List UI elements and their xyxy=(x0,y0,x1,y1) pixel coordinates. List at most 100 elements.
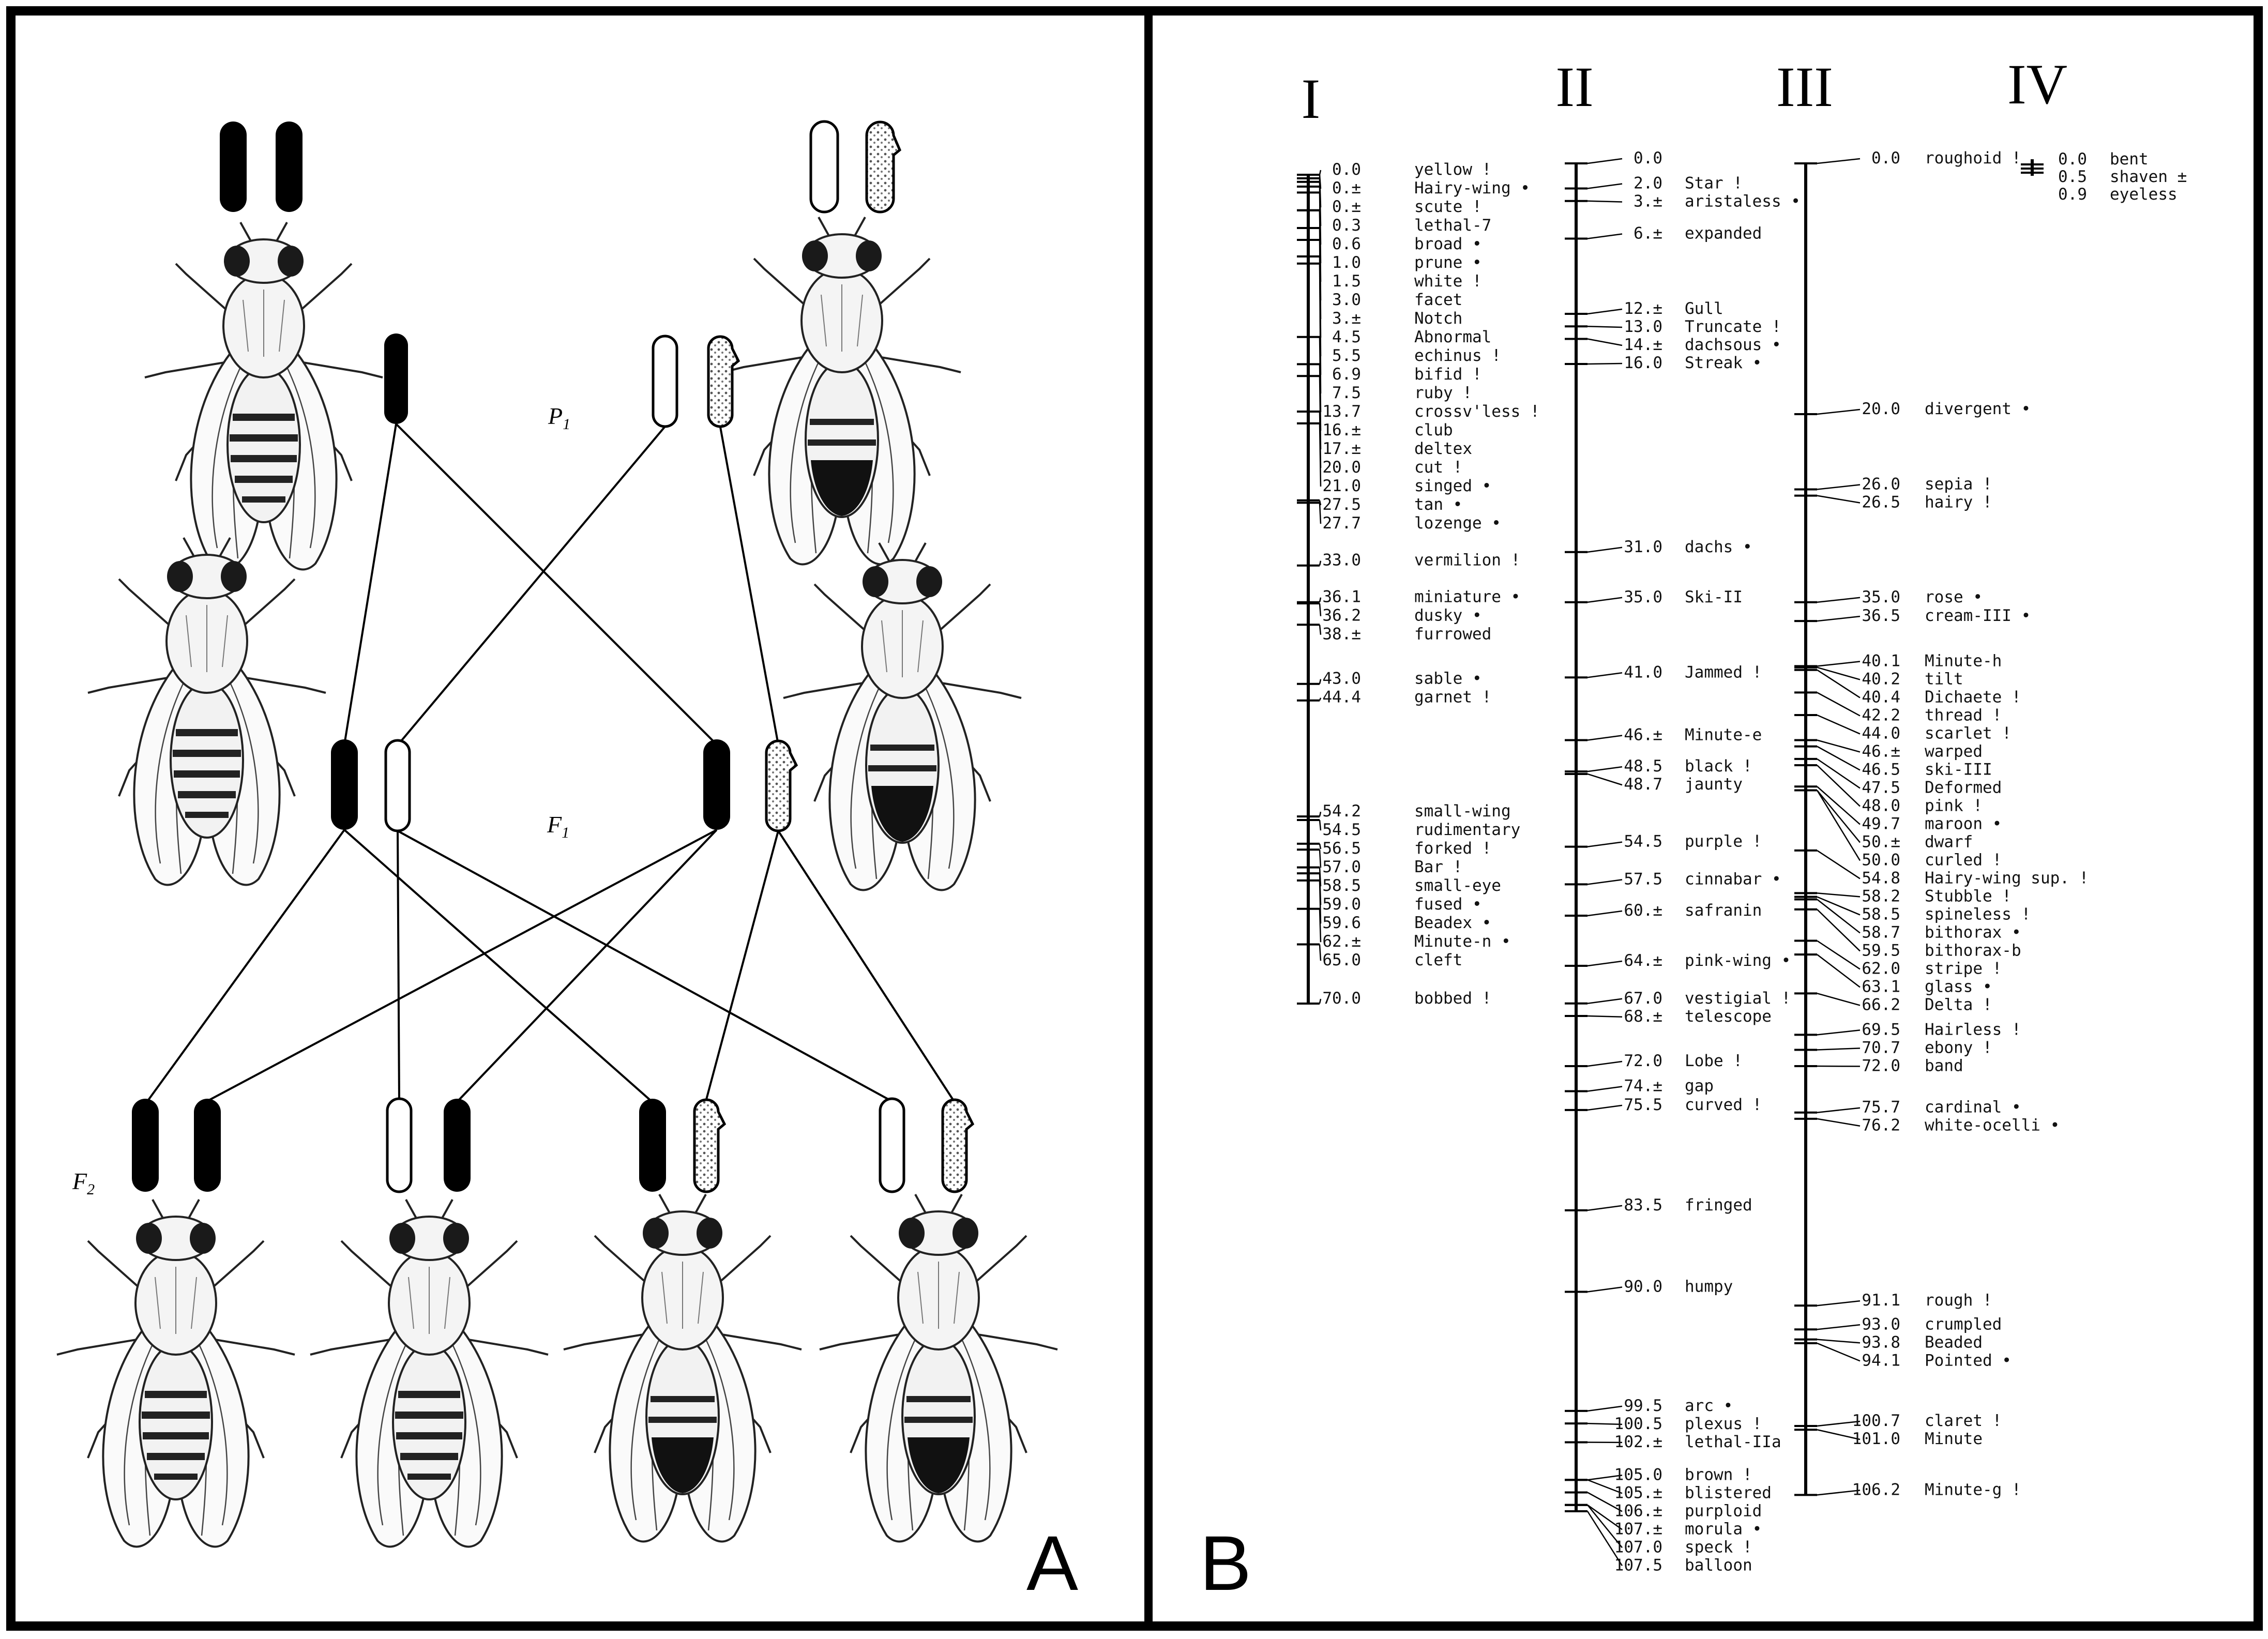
locus-gene: glass • xyxy=(1925,977,1992,996)
locus-position: 13.7 xyxy=(1322,402,1361,421)
locus-gene: prune • xyxy=(1414,253,1482,272)
locus-position: 0.± xyxy=(1332,179,1361,198)
locus-position: 107.5 xyxy=(1614,1556,1662,1574)
locus-gene: Beaded xyxy=(1925,1333,1983,1352)
locus-position: 36.5 xyxy=(1862,606,1900,625)
locus-position: 3.± xyxy=(1332,309,1361,328)
locus-position: 46.± xyxy=(1862,742,1900,761)
locus-position: 35.0 xyxy=(1624,588,1662,606)
locus-gene: Bar ! xyxy=(1414,858,1462,876)
locus-position: 66.2 xyxy=(1862,995,1900,1014)
locus-gene: Streak • xyxy=(1685,354,1762,372)
locus-leader xyxy=(1817,1324,1861,1330)
locus-gene: lethal-7 xyxy=(1414,216,1491,235)
locus-gene: bent xyxy=(2110,150,2149,169)
locus-leader xyxy=(1587,960,1623,967)
locus-leader xyxy=(1817,484,1861,490)
locus-gene: Star ! xyxy=(1685,174,1743,193)
p1-fly-wildtype xyxy=(144,221,384,571)
locus-position: 64.± xyxy=(1624,951,1662,970)
locus-position: 63.1 xyxy=(1862,977,1900,996)
locus-leader xyxy=(1817,1339,1861,1344)
locus-deltex: 17.±deltex xyxy=(1297,375,1472,458)
locus-gene: crossv'less ! xyxy=(1414,402,1540,421)
locus-leader xyxy=(1319,560,1322,566)
locus-gene: Beadex • xyxy=(1414,914,1491,932)
locus-gene: sable • xyxy=(1414,670,1482,688)
locus-leader xyxy=(1319,849,1322,868)
locus-gene: telescope xyxy=(1685,1007,1772,1026)
locus-position: 62.± xyxy=(1322,932,1361,951)
locus-gene: cream-III • xyxy=(1925,606,2031,625)
locus-glass: 63.1 glass • xyxy=(1794,953,1992,996)
locus-blistered: 105.±blistered xyxy=(1565,1479,1772,1502)
locus-leader xyxy=(1319,423,1322,487)
locus-position: 42.2 xyxy=(1862,706,1900,724)
locus-dachsous: 14.±dachsous • xyxy=(1565,336,1781,354)
locus-leader xyxy=(1817,692,1861,717)
locus-position: 35.0 xyxy=(1862,588,1900,606)
locus-leader xyxy=(1817,849,1861,879)
locus-gene: roughoid ! xyxy=(1925,149,2021,168)
locus-position: 91.1 xyxy=(1862,1291,1900,1310)
locus-club: 16.±club xyxy=(1297,363,1453,439)
panel-label-a: A xyxy=(1026,1520,1078,1606)
locus-position: 0.3 xyxy=(1332,216,1361,235)
p1-f1-cross-lines xyxy=(343,423,779,746)
locus-position: 40.4 xyxy=(1862,688,1900,706)
locus-position: 26.0 xyxy=(1862,475,1900,494)
locus-gene: broad • xyxy=(1414,235,1482,253)
locus-position: 5.5 xyxy=(1332,346,1361,365)
locus-gene: Jammed ! xyxy=(1685,663,1762,681)
locus-position: 72.0 xyxy=(1862,1056,1900,1075)
f2-pair-2 xyxy=(386,1097,471,1193)
locus-position: 101.0 xyxy=(1852,1430,1900,1448)
locus-position: 2.0 xyxy=(1634,174,1662,193)
locus-gene: jaunty xyxy=(1685,775,1743,794)
locus-gene: vestigial ! xyxy=(1685,989,1791,1008)
locus-position: 54.8 xyxy=(1862,869,1900,887)
locus-gene: small-eye xyxy=(1414,876,1501,895)
locus-gene: bithorax-b xyxy=(1925,941,2021,960)
locus-gene: cut ! xyxy=(1414,458,1462,477)
locus-gene: facet xyxy=(1414,291,1462,309)
locus-gene: tan • xyxy=(1414,495,1462,514)
locus-gene: Minute-h xyxy=(1925,651,2002,670)
locus-gene: Hairy-wing • xyxy=(1414,179,1530,198)
locus-position: 14.± xyxy=(1624,336,1662,354)
locus-gene: deltex xyxy=(1414,439,1472,458)
locus-gene: morula • xyxy=(1685,1520,1762,1538)
locus-gap: 74.±gap xyxy=(1565,1077,1714,1096)
locus-position: 50.± xyxy=(1862,832,1900,851)
locus-position: 58.7 xyxy=(1862,923,1900,942)
locus-gene: warped xyxy=(1925,742,1983,761)
locus-gene: plexus ! xyxy=(1685,1415,1762,1433)
locus-position: 20.0 xyxy=(1862,400,1900,418)
locus-leader xyxy=(1817,1490,1861,1496)
locus-gene: sepia ! xyxy=(1925,475,1992,494)
locus-position: 4.5 xyxy=(1332,328,1361,346)
locus-gene: Minute-g ! xyxy=(1925,1480,2021,1499)
locus-gene: scarlet ! xyxy=(1925,724,2012,742)
locus-gene: crumpled xyxy=(1925,1315,2002,1333)
locus-gene: stripe ! xyxy=(1925,959,2002,978)
locus-position: 1.0 xyxy=(1332,253,1361,272)
locus-leader xyxy=(1817,892,1861,898)
locus-position: 46.± xyxy=(1624,726,1662,745)
locus-position: 48.7 xyxy=(1624,775,1662,794)
outer-frame xyxy=(6,6,2263,1631)
